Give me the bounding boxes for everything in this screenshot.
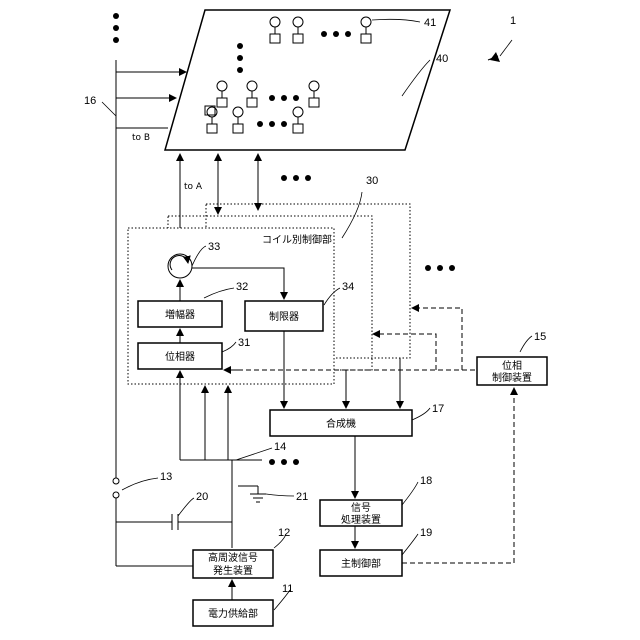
amplifier-label: 増幅器 <box>165 308 195 321</box>
switch-contact-top <box>113 478 119 484</box>
ref-11: 11 <box>282 583 293 595</box>
ref-14: 14 <box>274 441 286 453</box>
coil-array-plane <box>165 10 450 150</box>
signal-processing-label-2: 処理装置 <box>341 513 381 526</box>
ref-20: 20 <box>196 491 208 503</box>
power-supply-label: 電力供給部 <box>208 607 258 620</box>
phase-shifter-label: 位相器 <box>165 350 195 363</box>
ref-13: 13 <box>160 471 172 483</box>
ref-41: 41 <box>424 17 436 29</box>
ref-21: 21 <box>296 491 308 503</box>
phase-control-label-1: 位相 <box>502 359 522 372</box>
ref-30: 30 <box>366 175 378 187</box>
switch-contact-bottom <box>113 492 119 498</box>
ref-34: 34 <box>342 281 354 293</box>
ref-32: 32 <box>236 281 248 293</box>
signal-processing-label-1: 信号 <box>351 502 371 514</box>
ref-12: 12 <box>278 527 290 539</box>
ref-1: 1 <box>510 15 516 27</box>
ref-16: 16 <box>84 95 96 107</box>
ref-19: 19 <box>420 527 432 539</box>
to-b-label: to B <box>132 133 150 143</box>
hf-generator-label-2: 発生装置 <box>213 564 253 577</box>
hf-generator-label-1: 高周波信号 <box>208 551 258 564</box>
ref-40: 40 <box>436 53 448 65</box>
limiter-label: 制限器 <box>269 310 299 323</box>
ref-17: 17 <box>432 403 444 415</box>
ref-33: 33 <box>208 241 220 253</box>
ref-18: 18 <box>420 475 432 487</box>
phase-control-label-2: 制御装置 <box>492 371 532 384</box>
top-ellipsis <box>113 13 119 43</box>
to-a-label: to A <box>184 182 203 192</box>
main-control-label: 主制御部 <box>341 557 381 570</box>
combiner-label: 合成機 <box>326 417 356 430</box>
coil-control-label: コイル別制御部 <box>262 233 332 246</box>
ref-31: 31 <box>238 337 250 349</box>
ref-15: 15 <box>534 331 546 343</box>
